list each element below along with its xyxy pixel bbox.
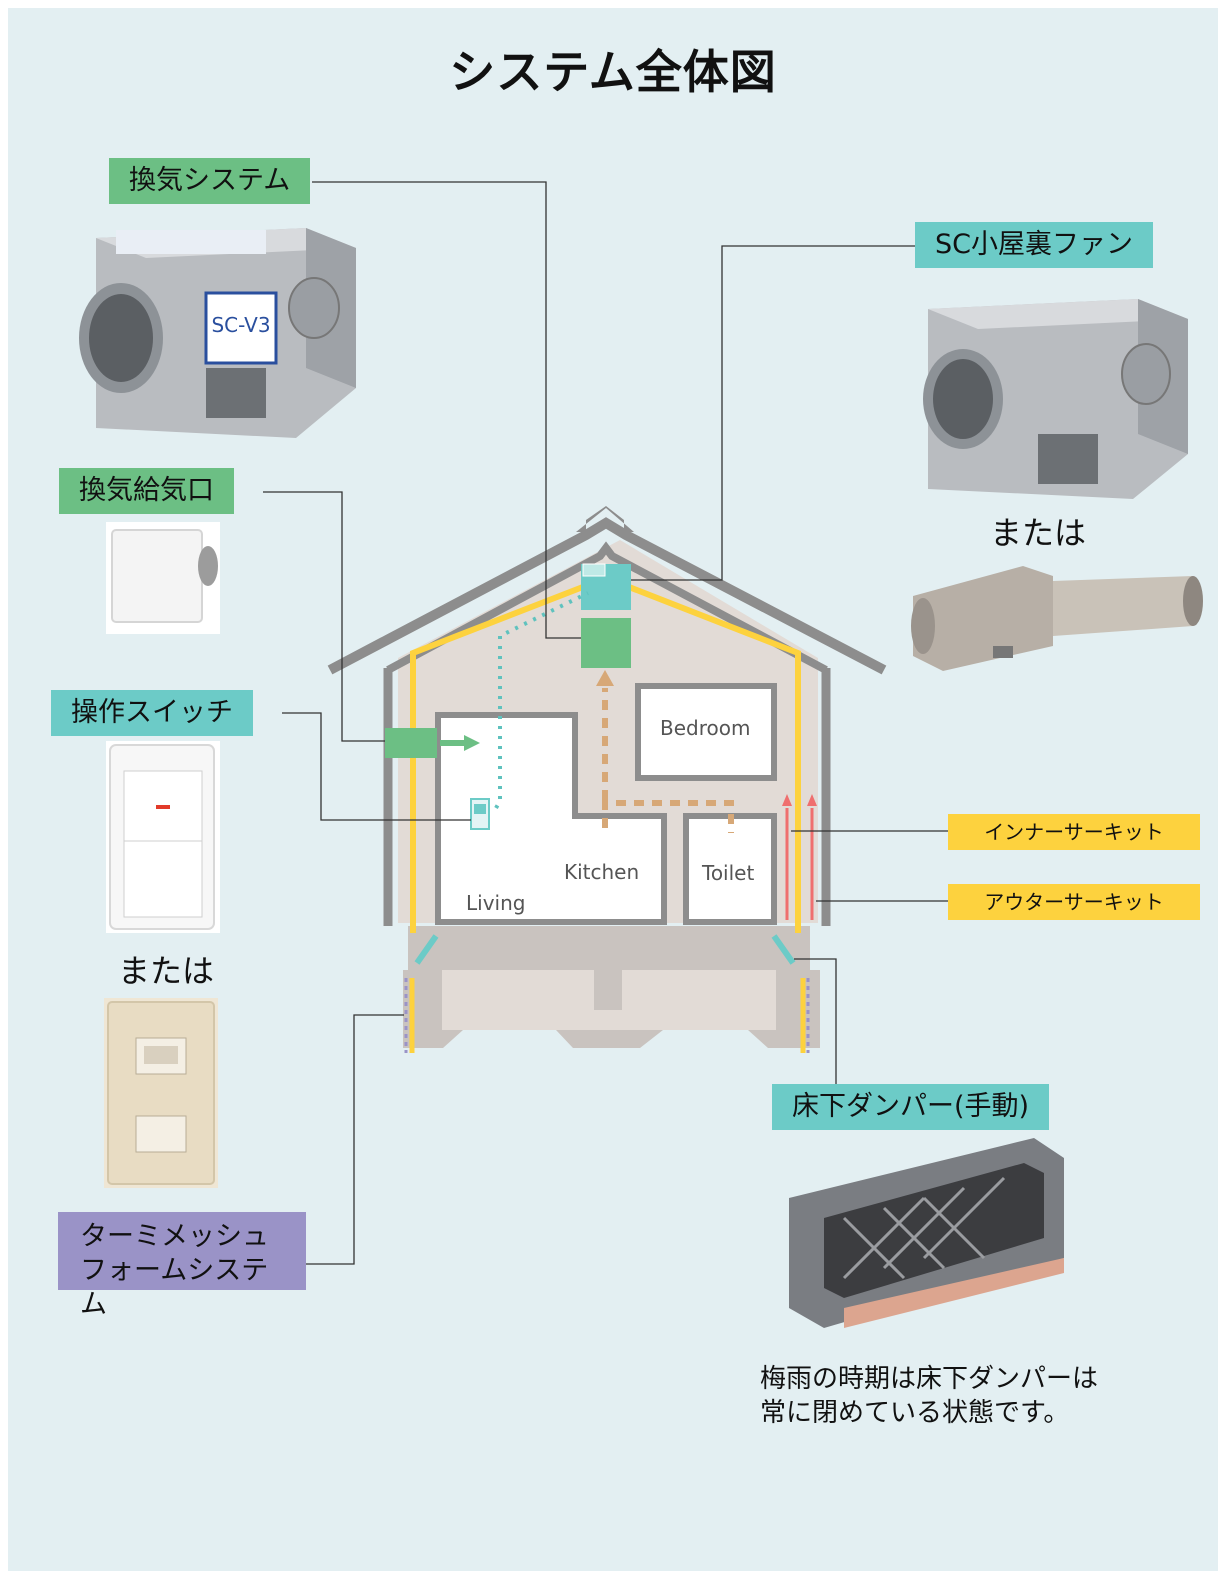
damper-left xyxy=(414,934,439,965)
connector-termimesh xyxy=(305,1014,404,1265)
damper-right xyxy=(771,934,796,965)
ventilation-unit-photo: SC-V3 xyxy=(79,228,356,438)
roof-inner xyxy=(386,541,828,674)
duct-fan-photo xyxy=(911,566,1203,671)
connector-switch xyxy=(282,712,471,821)
room-label-kitchen: Kitchen xyxy=(564,860,640,884)
damper-note-line2: 常に閉めている状態です。 xyxy=(760,1398,1070,1428)
inner-circuit-left xyxy=(410,575,608,933)
attic-fan-opening xyxy=(582,563,606,577)
label-ventilation-system: 換気システム xyxy=(109,158,311,204)
label-inner-circuit: インナーサーキット xyxy=(948,814,1200,850)
inner-circuit-right xyxy=(604,575,801,933)
label-termimesh-line1: ターミメッシュ xyxy=(80,1221,269,1252)
label-control-switch: 操作スイッチ xyxy=(51,690,253,736)
label-attic-fan: SC小屋裏ファン xyxy=(915,222,1153,268)
attic-fan-photo xyxy=(923,299,1188,499)
connector-ventilation xyxy=(312,181,581,639)
connector-damper xyxy=(794,958,837,1084)
red-arrow-head-2 xyxy=(807,794,817,806)
page-title: システム全体図 xyxy=(449,45,777,99)
red-arrow-head-1 xyxy=(782,794,792,806)
roof-vent xyxy=(576,506,634,532)
exhaust-arrow-head xyxy=(596,670,614,686)
label-air-inlet: 換気給気口 xyxy=(59,468,234,514)
label-termimesh-line2: フォームシステム xyxy=(80,1255,269,1320)
label-termimesh: ターミメッシュ フォームシステム xyxy=(58,1212,306,1320)
page: システム全体図 xyxy=(8,8,1218,1571)
air-inlet-photo xyxy=(106,522,220,634)
ventilation-unit xyxy=(581,618,631,668)
damper-note-line1: 梅雨の時期は床下ダンパーは xyxy=(760,1364,1099,1394)
control-line xyxy=(494,591,589,809)
toilet-room xyxy=(683,813,777,925)
ventilation-model-text: SC-V3 xyxy=(211,313,270,337)
label-floor-damper: 床下ダンパー(手動) xyxy=(772,1084,1050,1130)
inlet-arrow-head xyxy=(464,735,480,751)
room-label-living: Living xyxy=(466,891,526,915)
floor-damper-photo xyxy=(789,1138,1064,1328)
connector-inlet xyxy=(263,491,385,742)
system-diagram xyxy=(263,181,948,1265)
exhaust-path xyxy=(602,800,734,833)
or-text-fan: または xyxy=(990,514,1087,552)
switch-indicator xyxy=(474,804,486,814)
room-label-bedroom: Bedroom xyxy=(660,716,751,740)
living-kitchen-room xyxy=(435,712,667,925)
alt-switch-photo xyxy=(104,998,218,1188)
air-inlet-unit xyxy=(385,728,437,758)
damper-note: 梅雨の時期は床下ダンパーは 常に閉めている状態です。 xyxy=(760,1362,1098,1430)
control-switch-photo xyxy=(106,741,220,933)
or-text-switch: または xyxy=(118,952,215,990)
foundation-pier xyxy=(594,970,622,1010)
label-outer-circuit: アウターサーキット xyxy=(948,884,1200,920)
connector-attic-fan xyxy=(631,245,915,581)
bedroom-room xyxy=(635,683,777,781)
room-label-toilet: Toilet xyxy=(702,861,755,885)
